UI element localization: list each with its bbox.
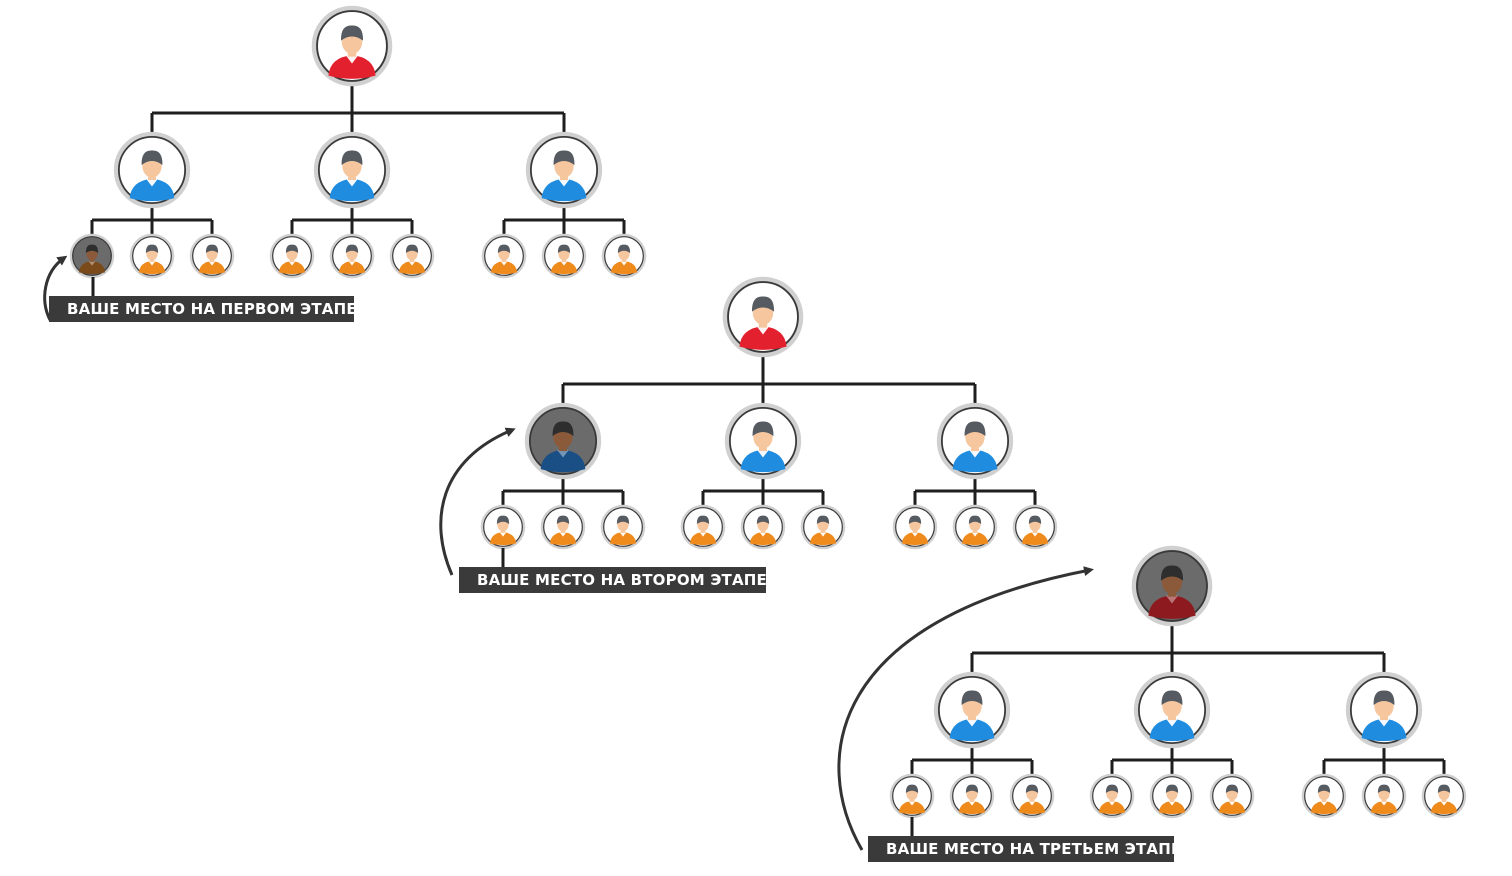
stage-2-label: ВАШЕ МЕСТО НА ВТОРОМ ЭТАПЕ	[459, 567, 767, 593]
person-avatar-icon	[889, 773, 935, 819]
person-avatar-icon	[933, 671, 1011, 749]
person-avatar-icon	[189, 233, 235, 279]
person-avatar-icon	[1301, 773, 1347, 819]
person-avatar-icon	[480, 504, 526, 550]
person-avatar-icon	[722, 276, 804, 358]
person-avatar-icon	[949, 773, 995, 819]
person-avatar-icon	[329, 233, 375, 279]
person-avatar-icon	[601, 233, 647, 279]
person-avatar-icon	[936, 402, 1014, 480]
person-avatar-icon	[740, 504, 786, 550]
person-avatar-icon	[952, 504, 998, 550]
stage-3-label: ВАШЕ МЕСТО НА ТРЕТЬЕМ ЭТАПЕ	[868, 836, 1181, 862]
person-avatar-icon	[541, 233, 587, 279]
person-avatar-icon	[313, 131, 391, 209]
person-avatar-icon	[1131, 545, 1213, 627]
person-avatar-icon	[1209, 773, 1255, 819]
person-avatar-icon	[389, 233, 435, 279]
person-avatar-icon	[113, 131, 191, 209]
person-avatar-icon	[1149, 773, 1195, 819]
person-avatar-icon	[524, 402, 602, 480]
curved-arrow-icon	[439, 427, 516, 576]
person-avatar-icon	[481, 233, 527, 279]
person-avatar-icon	[1421, 773, 1467, 819]
person-avatar-icon	[69, 233, 115, 279]
person-avatar-icon	[1012, 504, 1058, 550]
person-avatar-icon	[1089, 773, 1135, 819]
stage-1-label: ВАШЕ МЕСТО НА ПЕРВОМ ЭТАПЕ	[49, 296, 357, 322]
person-avatar-icon	[1133, 671, 1211, 749]
person-avatar-icon	[269, 233, 315, 279]
person-avatar-icon	[600, 504, 646, 550]
person-avatar-icon	[680, 504, 726, 550]
person-avatar-icon	[1361, 773, 1407, 819]
person-avatar-icon	[311, 5, 393, 87]
person-avatar-icon	[1345, 671, 1423, 749]
person-avatar-icon	[525, 131, 603, 209]
curved-arrow-icon	[43, 255, 68, 321]
person-avatar-icon	[892, 504, 938, 550]
curved-arrow-icon	[837, 566, 1094, 851]
person-avatar-icon	[1009, 773, 1055, 819]
person-avatar-icon	[129, 233, 175, 279]
person-avatar-icon	[800, 504, 846, 550]
person-avatar-icon	[724, 402, 802, 480]
person-avatar-icon	[540, 504, 586, 550]
